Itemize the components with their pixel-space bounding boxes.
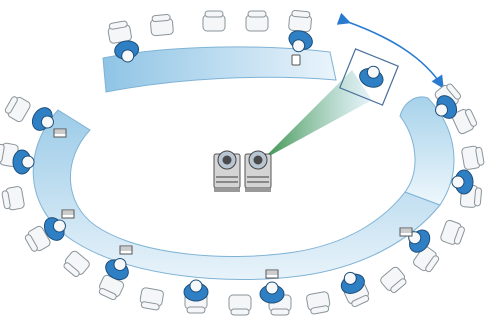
table-right-arc bbox=[399, 96, 455, 206]
chair-icon bbox=[150, 14, 174, 37]
ptz-camera-icon bbox=[244, 150, 272, 192]
person-icon bbox=[183, 279, 209, 302]
chair-icon bbox=[1, 186, 25, 211]
person-icon bbox=[31, 107, 54, 131]
tablet-icon bbox=[291, 54, 301, 66]
laptop-icon bbox=[61, 209, 75, 219]
chair-icon bbox=[440, 219, 465, 245]
chair-icon bbox=[451, 108, 478, 135]
laptop-icon bbox=[265, 269, 279, 279]
camera-field-of-view bbox=[262, 70, 372, 160]
person-icon bbox=[435, 95, 458, 119]
chair-icon bbox=[306, 291, 331, 315]
person-icon bbox=[105, 258, 129, 281]
person-icon bbox=[451, 169, 474, 195]
chair-icon bbox=[413, 246, 440, 273]
chair-icon bbox=[228, 294, 252, 316]
chair-icon bbox=[63, 250, 90, 278]
table-left-arc bbox=[32, 109, 441, 281]
chair-icon bbox=[24, 225, 51, 252]
table-top-section bbox=[102, 46, 337, 93]
chair-icon bbox=[245, 10, 269, 32]
laptop-icon bbox=[399, 227, 413, 237]
chair-icon bbox=[4, 96, 31, 123]
chair-icon bbox=[202, 10, 226, 32]
double-arrow-icon bbox=[336, 12, 444, 89]
person-icon bbox=[359, 65, 384, 88]
ptz-camera-icon bbox=[213, 150, 241, 192]
chair-icon bbox=[98, 274, 125, 301]
laptop-icon bbox=[119, 245, 133, 255]
person-icon bbox=[114, 40, 140, 63]
person-icon bbox=[259, 281, 285, 304]
laptop-icon bbox=[53, 128, 67, 138]
person-icon bbox=[288, 30, 313, 53]
chair-icon bbox=[288, 10, 312, 33]
person-icon bbox=[340, 271, 365, 294]
chair-icon bbox=[461, 145, 485, 170]
chair-icon bbox=[380, 266, 407, 294]
chair-icon bbox=[107, 20, 132, 44]
chair-icon bbox=[139, 287, 164, 311]
person-icon bbox=[43, 217, 66, 241]
person-icon bbox=[12, 149, 35, 175]
